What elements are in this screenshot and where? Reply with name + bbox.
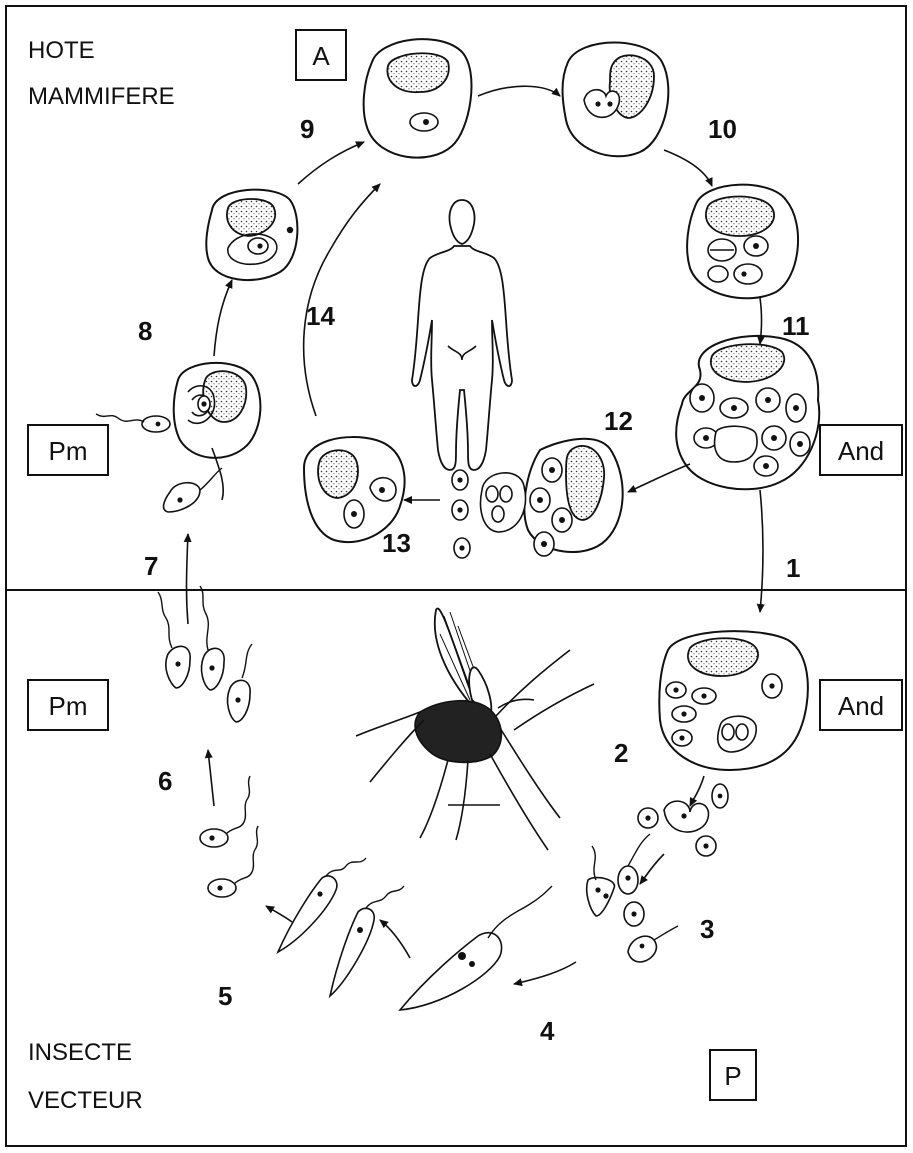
box-label-pm-top: Pm: [28, 425, 108, 475]
arrow-12-to-burst: [628, 464, 690, 492]
promastigote-stage-4: [400, 886, 552, 1010]
box-label-and-top: And: [820, 425, 902, 475]
stage-number-12: 12: [604, 406, 633, 436]
cell-stage-9: [364, 39, 472, 158]
promastigote-stage-7: [164, 468, 222, 512]
arrow-7-up: [187, 534, 189, 624]
box-p-text: P: [724, 1061, 741, 1091]
cell-stage-8: [96, 363, 260, 500]
box-and-bottom-text: And: [838, 691, 884, 721]
stage-number-3: 3: [700, 914, 714, 944]
promastigotes-stage-5: [278, 858, 404, 996]
box-a-text: A: [312, 41, 330, 71]
cell-stage-13: [304, 437, 405, 542]
arrow-12-to-1: [760, 490, 763, 612]
box-and-top-text: And: [838, 436, 884, 466]
arrow-4-to-5: [380, 920, 410, 958]
cell-stage-11: [687, 185, 798, 299]
sandfly-icon: [356, 608, 594, 850]
arrow-5-to-6: [266, 906, 292, 922]
human-silhouette-icon: [412, 200, 512, 470]
box-label-pm-bottom: Pm: [28, 680, 108, 730]
arrow-1-to-2: [690, 776, 704, 806]
arrow-8-to-9: [298, 142, 364, 184]
stage-number-13: 13: [382, 528, 411, 558]
arrow-6-to-7: [208, 750, 214, 806]
region-label-vector-2: VECTEUR: [28, 1087, 143, 1114]
box-pm-bottom-text: Pm: [49, 691, 88, 721]
arrow-10-to-11: [664, 150, 712, 186]
region-label-vector-1: INSECTE: [28, 1039, 132, 1066]
arrow-7-to-8: [214, 280, 232, 356]
region-label-host-2: MAMMIFERE: [28, 83, 175, 110]
stage-number-14: 14: [306, 301, 335, 331]
arrow-2-to-3: [640, 854, 664, 884]
cell-stage-1: [659, 631, 808, 770]
stage-number-11: 11: [782, 311, 810, 341]
region-label-host-1: HOTE: [28, 37, 95, 64]
box-label-and-bottom: And: [820, 680, 902, 730]
box-label-p: P: [710, 1050, 756, 1100]
cell-stage-10: [563, 43, 669, 157]
stage-number-8: 8: [138, 316, 152, 346]
stage-number-6: 6: [158, 766, 172, 796]
stage-number-7: 7: [144, 551, 158, 581]
promastigotes-stage-6: [200, 776, 258, 897]
arrow-9-to-10: [478, 86, 560, 96]
promastigotes-stage-3: [587, 834, 678, 962]
stage-number-1: 1: [786, 553, 800, 583]
cell-stage-12-infected: [676, 336, 819, 489]
stage-number-4: 4: [540, 1016, 555, 1046]
arrow-3-to-4: [514, 962, 576, 984]
stage-number-5: 5: [218, 981, 232, 1011]
stage-number-10: 10: [708, 114, 737, 144]
promastigotes-stage-7-group: [158, 586, 252, 722]
amastigotes-stage-2: [638, 784, 728, 856]
cell-stage-9-left: [206, 190, 297, 280]
box-label-a: A: [296, 30, 346, 80]
stage-number-2: 2: [614, 738, 628, 768]
arrow-11-to-12: [760, 298, 762, 344]
box-pm-top-text: Pm: [49, 436, 88, 466]
arrow-14: [304, 184, 380, 416]
stage-number-9: 9: [300, 114, 314, 144]
